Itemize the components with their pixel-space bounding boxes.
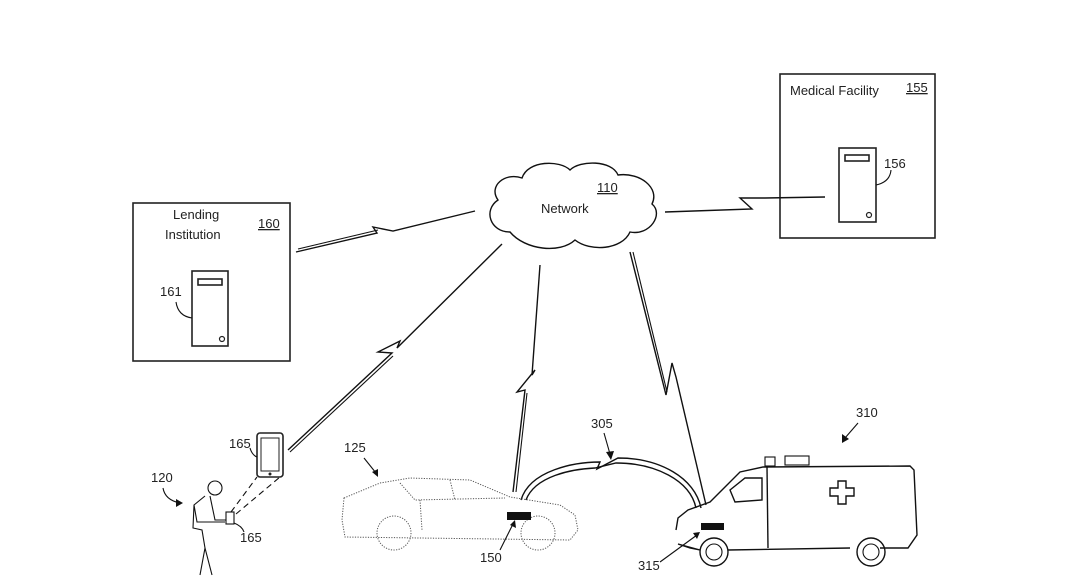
link-lending-network [295, 210, 476, 253]
ambulance-icon [675, 455, 918, 567]
link-network-ambulance [629, 251, 707, 506]
link-network-medical [664, 196, 826, 213]
link-network-phone [287, 243, 503, 453]
ambulance-ref: 310 [856, 405, 878, 420]
server-leader-line [875, 169, 892, 186]
medical-facility-label: Medical Facility [790, 83, 879, 98]
arrow-icon [499, 523, 514, 551]
vehicle-device-ref: 150 [480, 550, 502, 565]
ambulance: 310 315 [638, 405, 918, 573]
network-cloud: Network 110 [489, 162, 658, 250]
arrow-icon [659, 534, 698, 563]
v2v-link-ref: 305 [591, 416, 613, 431]
arrow-icon [844, 422, 859, 439]
dashed-link [230, 476, 258, 513]
phone-ref-hand: 165 [240, 530, 262, 545]
car-icon [341, 477, 579, 551]
user-ref: 120 [151, 470, 173, 485]
medical-facility-box: Medical Facility 155 156 [779, 73, 936, 239]
arrow-icon [363, 457, 377, 474]
vehicle-device [507, 512, 531, 520]
lending-server-ref: 161 [160, 284, 182, 299]
ambulance-device-ref: 315 [638, 558, 660, 573]
ambulance-device [701, 523, 724, 530]
server-icon [838, 147, 877, 223]
medical-facility-ref: 155 [906, 80, 928, 95]
lending-label-line2: Institution [165, 227, 221, 242]
server-icon [191, 270, 229, 347]
vehicle-ref: 125 [344, 440, 366, 455]
vehicle-car: 125 150 [341, 440, 579, 565]
network-label: Network [541, 201, 589, 216]
server-leader-line [175, 301, 193, 319]
user-figure: 120 165 165 [151, 432, 284, 576]
lending-label-line1: Lending [173, 207, 219, 222]
v2v-link: 305 [520, 416, 702, 509]
lending-institution-box: Lending Institution 160 161 [132, 202, 291, 362]
arrow-icon [603, 432, 611, 455]
medical-server-ref: 156 [884, 156, 906, 171]
lending-ref: 160 [258, 216, 280, 231]
link-network-vehicle [512, 264, 541, 493]
phone-icon [256, 432, 284, 478]
network-ref: 110 [597, 180, 618, 195]
phone-ref-top: 165 [229, 436, 251, 451]
person-icon [192, 480, 235, 576]
